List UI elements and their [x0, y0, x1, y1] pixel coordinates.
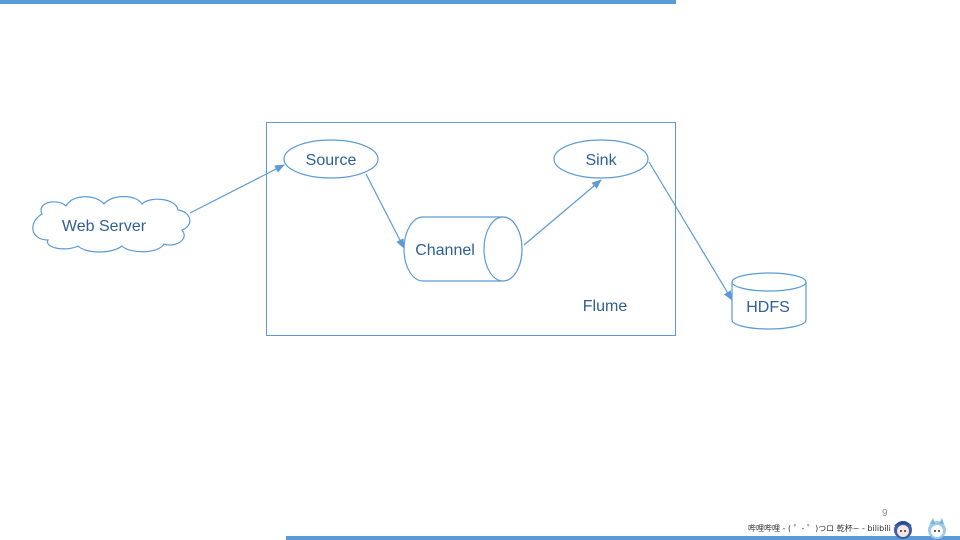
flume-container [266, 122, 676, 336]
arrow-sink-to-hdfs [648, 161, 733, 301]
web-server-label: Web Server [62, 218, 147, 235]
source-label: Source [306, 152, 357, 169]
sink-node: Sink [553, 139, 649, 179]
hdfs-node: HDFS [731, 272, 807, 330]
sink-label: Sink [585, 152, 617, 169]
bottom-accent-bar [286, 536, 960, 540]
mascot-left-icon [894, 521, 912, 539]
arrow-webserver-to-source [189, 164, 285, 214]
page-number: 9 [882, 508, 888, 519]
channel-label: Channel [415, 242, 475, 259]
channel-node: Channel [403, 216, 523, 282]
mascot-right-icon [928, 518, 946, 539]
top-accent-bar [0, 0, 676, 4]
source-node: Source [283, 139, 379, 179]
hdfs-label: HDFS [746, 299, 790, 316]
flume-label: Flume [583, 298, 628, 315]
web-server-cloud: Web Server [32, 195, 191, 253]
arrow-channel-to-sink [523, 179, 602, 246]
bilibili-watermark: 哔哩哔哩 - ( ゜- ゜)つロ 乾杯~ - bilibili [748, 524, 891, 533]
arrow-source-to-channel [365, 173, 405, 249]
